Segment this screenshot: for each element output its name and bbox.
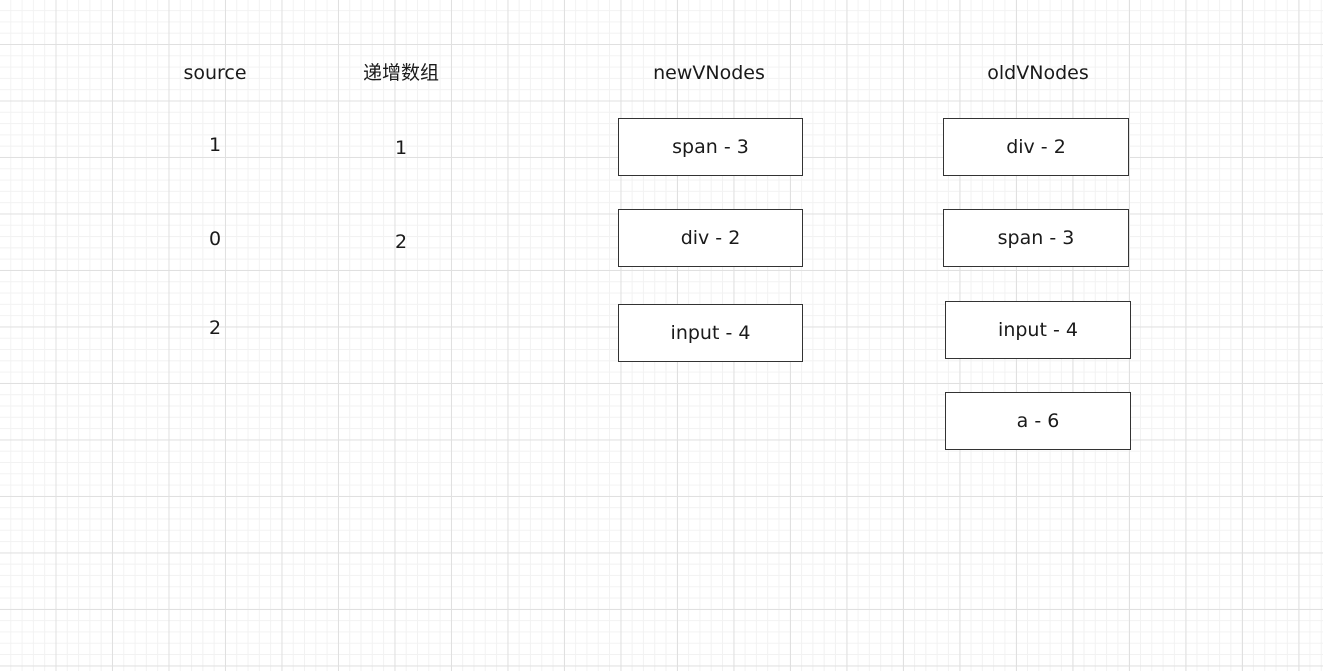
new-vnode-box: input - 4 (618, 304, 803, 362)
new-vnode-box: div - 2 (618, 209, 803, 267)
old-vnode-label: span - 3 (997, 227, 1075, 249)
increasing-array-value: 2 (394, 231, 408, 253)
source-value: 2 (208, 317, 222, 339)
old-vnodes-header: oldVNodes (987, 62, 1089, 84)
increasing-array-header: 递增数组 (362, 62, 440, 84)
new-vnode-label: input - 4 (670, 322, 751, 344)
old-vnode-box: div - 2 (943, 118, 1129, 176)
new-vnode-label: span - 3 (672, 136, 749, 158)
old-vnode-box: a - 6 (945, 392, 1131, 450)
new-vnodes-header: newVNodes (653, 62, 765, 84)
new-vnode-label: div - 2 (680, 227, 741, 249)
old-vnode-box: input - 4 (945, 301, 1131, 359)
old-vnode-label: a - 6 (1016, 410, 1060, 432)
new-vnode-box: span - 3 (618, 118, 803, 176)
increasing-array-value: 1 (394, 137, 408, 159)
old-vnode-label: div - 2 (1006, 136, 1066, 158)
source-value: 1 (208, 134, 222, 156)
source-value: 0 (208, 228, 222, 250)
old-vnode-box: span - 3 (943, 209, 1129, 267)
old-vnode-label: input - 4 (998, 319, 1078, 341)
source-header: source (183, 62, 247, 84)
